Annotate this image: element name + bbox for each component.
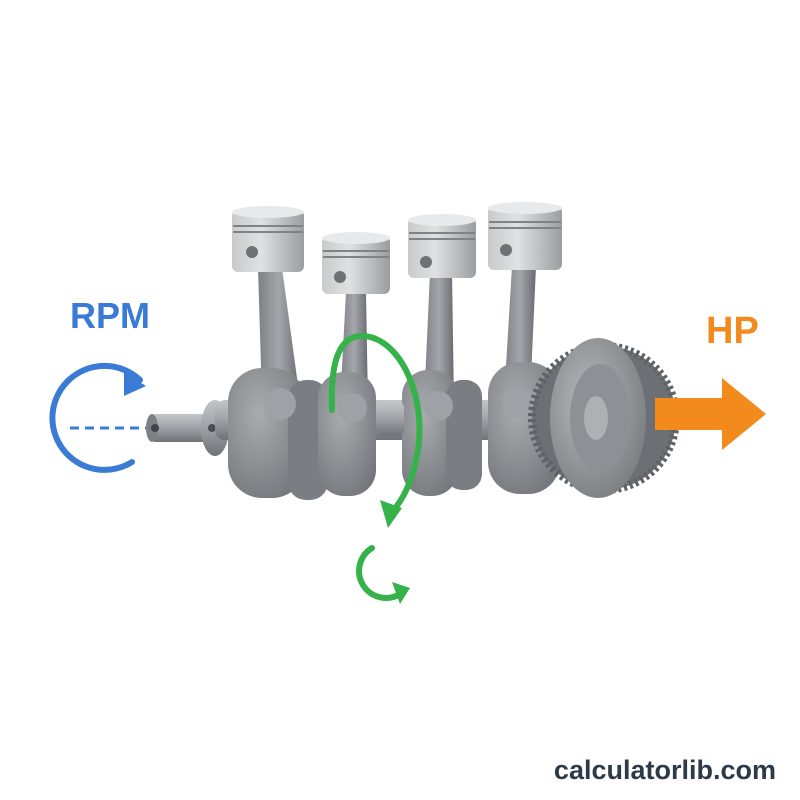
piston-4 <box>488 202 562 400</box>
rpm-label: RPM <box>70 295 150 336</box>
right-arrow-icon <box>655 378 766 450</box>
piston-head <box>322 236 390 294</box>
hp-group: HP <box>655 310 766 450</box>
brand-watermark: calculatorlib.com <box>553 755 776 785</box>
piston-head <box>488 206 562 270</box>
torque-rotation <box>328 332 423 604</box>
piston-head <box>408 218 476 278</box>
flywheel-gear <box>528 338 680 498</box>
hp-label: HP <box>706 310 759 352</box>
rpm-group: RPM <box>49 295 150 473</box>
piston-head <box>232 210 304 272</box>
connecting-rod <box>258 268 300 400</box>
crank-web <box>446 380 482 490</box>
rpm-rotation-icon <box>49 362 150 473</box>
torque-rotation-icon <box>356 545 410 604</box>
piston-1 <box>232 206 304 400</box>
crank-web <box>318 372 376 496</box>
pistons <box>232 202 562 405</box>
